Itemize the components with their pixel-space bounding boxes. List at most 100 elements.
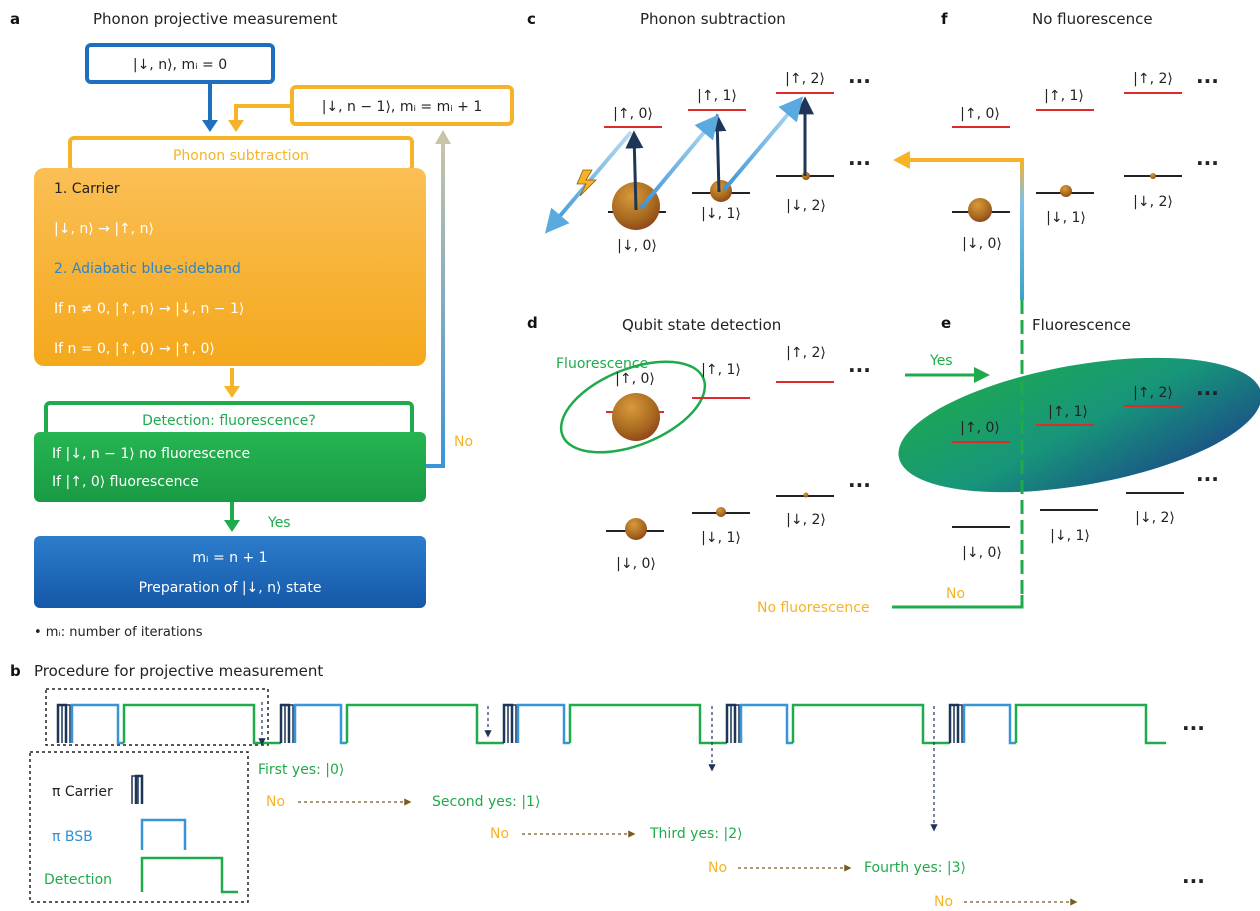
d-population-2 (803, 492, 809, 498)
f-down-ket-0: |↓, 0⟩ (962, 236, 1002, 252)
panel-e: e Fluorescence |↑, 0⟩ |↑, 1⟩ |↑, 2⟩ |↓, … (757, 300, 1260, 616)
d-down-ket-0: |↓, 0⟩ (616, 556, 656, 572)
carrier-pulse-inner-3 (507, 704, 517, 743)
panel-d: d Qubit state detection Fluorescence |↑,… (527, 314, 990, 572)
outcome-no-4: No (934, 894, 953, 910)
no-label-a: No (454, 434, 473, 450)
f-to-c-arrow-head (893, 151, 910, 169)
e-up-ket-2: |↑, 2⟩ (1133, 385, 1173, 401)
f-population-2 (1150, 173, 1156, 179)
panel-f-title: No fluorescence (1032, 10, 1153, 28)
legend-carrier-pulse-outline (131, 775, 139, 804)
bsb-pulse-1 (70, 703, 124, 745)
footnote: • mᵢ: number of iterations (34, 625, 203, 640)
carrier-pulse-inner-5 (953, 704, 963, 743)
bsb-pulse-4 (739, 703, 793, 745)
panel-label-b: b (10, 662, 21, 680)
outcome-no-1: No (266, 794, 285, 810)
e-down-ket-2: |↓, 2⟩ (1135, 510, 1175, 526)
carrier-pulse-inner-4 (730, 704, 740, 743)
e-down-ket-1: |↓, 1⟩ (1050, 528, 1090, 544)
d-fluorescence-ellipse (559, 360, 707, 454)
b-ellipsis-right: ··· (1182, 716, 1205, 740)
panel-b: b Procedure for projective measurement ·… (10, 662, 1205, 910)
e-up-ket-0: |↑, 0⟩ (960, 420, 1000, 436)
carrier-pulse-inner-2 (284, 704, 294, 743)
e-no-fluorescence-label: No fluorescence (757, 600, 870, 616)
e-up-ket-1: |↑, 1⟩ (1048, 404, 1088, 420)
carrier-pulse-inner-1 (61, 704, 71, 743)
yes-arrow-head (224, 520, 240, 532)
f-up-ket-0: |↑, 0⟩ (960, 106, 1000, 122)
e-ellipsis-top: ··· (1196, 381, 1219, 405)
c-up-ket-1: |↑, 1⟩ (697, 88, 737, 104)
result-line-1: mᵢ = n + 1 (192, 550, 267, 566)
d-population-up-0 (612, 393, 660, 441)
outcome-no-3: No (708, 860, 727, 876)
step1-equation: |↓, n⟩ → |↑, n⟩ (54, 221, 154, 237)
f-up-ket-2: |↑, 2⟩ (1133, 71, 1173, 87)
c-down-ket-1: |↓, 1⟩ (701, 206, 741, 222)
c-ellipsis-bottom: ··· (848, 151, 871, 175)
bsb-pulse-2 (293, 703, 347, 745)
panel-c-title: Phonon subtraction (640, 10, 786, 28)
loop-arrow (234, 104, 292, 124)
c-up-ket-0: |↑, 0⟩ (613, 106, 653, 122)
d-population-1 (716, 507, 726, 517)
feedback-arrow (426, 140, 445, 468)
f-to-c-arrow (905, 158, 1024, 300)
e-ellipsis-bottom: ··· (1196, 467, 1219, 491)
d-up-ket-2: |↑, 2⟩ (786, 345, 826, 361)
detection-pulse-3 (568, 703, 727, 745)
d-yes-label: Yes (929, 353, 953, 369)
c-down-ket-2: |↓, 2⟩ (786, 198, 826, 214)
bsb-pulse-3 (516, 703, 570, 745)
e-no-fluorescence-line (892, 595, 1024, 609)
c-carrier-arrow-0 (625, 130, 644, 211)
panel-label-a: a (10, 10, 20, 28)
panel-label-c: c (527, 10, 536, 28)
f-up-ket-1: |↑, 1⟩ (1044, 88, 1084, 104)
panel-f: f No fluorescence |↑, 0⟩ |↑, 1⟩ |↑, 2⟩ |… (893, 10, 1219, 300)
detection-pulse-4 (791, 703, 950, 745)
start-arrow-head (202, 120, 218, 132)
d-ellipsis-top: ··· (848, 358, 871, 382)
f-down-ket-2: |↓, 2⟩ (1133, 194, 1173, 210)
detection-pulse-5 (1014, 703, 1166, 745)
detection-line-2: If |↑, 0⟩ fluorescence (52, 474, 199, 490)
start-state-label: |↓, n⟩, mᵢ = 0 (133, 57, 227, 73)
loop-state-label: |↓, n − 1⟩, mᵢ = mᵢ + 1 (322, 99, 483, 115)
f-ellipsis-bottom: ··· (1196, 151, 1219, 175)
detection-body (34, 432, 426, 502)
subtraction-header: Phonon subtraction (173, 148, 309, 164)
b-ellipsis-bottom: ··· (1182, 869, 1205, 893)
c-ellipsis-top: ··· (848, 69, 871, 93)
outcome-yes-2: Second yes: |1⟩ (432, 794, 540, 810)
legend-detection-pulse (140, 856, 238, 894)
d-population-0 (625, 518, 647, 540)
loop-arrow-head (228, 120, 244, 132)
d-up-ket-0: |↑, 0⟩ (615, 371, 655, 387)
f-population-1 (1060, 185, 1072, 197)
d-fluorescence-label: Fluorescence (556, 356, 648, 372)
detection-line-1: If |↓, n − 1⟩ no fluorescence (52, 446, 250, 462)
start-state-box (85, 43, 275, 84)
legend-carrier-pulse (134, 774, 144, 804)
legend-bsb-pulse (140, 818, 187, 850)
panel-a: a Phonon projective measurement |↓, n⟩, … (10, 10, 514, 640)
first-cycle-highlight (45, 688, 269, 746)
legend-carrier-label: π Carrier (52, 784, 113, 800)
detection-header: Detection: fluorescence? (142, 413, 316, 429)
step1-label: 1. Carrier (54, 181, 120, 197)
detection-pulse-2 (345, 703, 504, 745)
c-bsb-arrow-1 (639, 114, 720, 210)
step2-equation-1: If n ≠ 0, |↑, n⟩ → |↓, n − 1⟩ (54, 301, 244, 317)
d-down-ket-1: |↓, 1⟩ (701, 530, 741, 546)
pulse-sequence (56, 703, 1166, 745)
panel-label-e: e (941, 314, 951, 332)
step2-equation-2: If n = 0, |↑, 0⟩ → |↑, 0⟩ (54, 341, 215, 357)
to-detection-arrow-head (224, 386, 240, 398)
outcome-yes-4: Fourth yes: |3⟩ (864, 860, 966, 876)
legend-detection-label: Detection (44, 872, 112, 888)
